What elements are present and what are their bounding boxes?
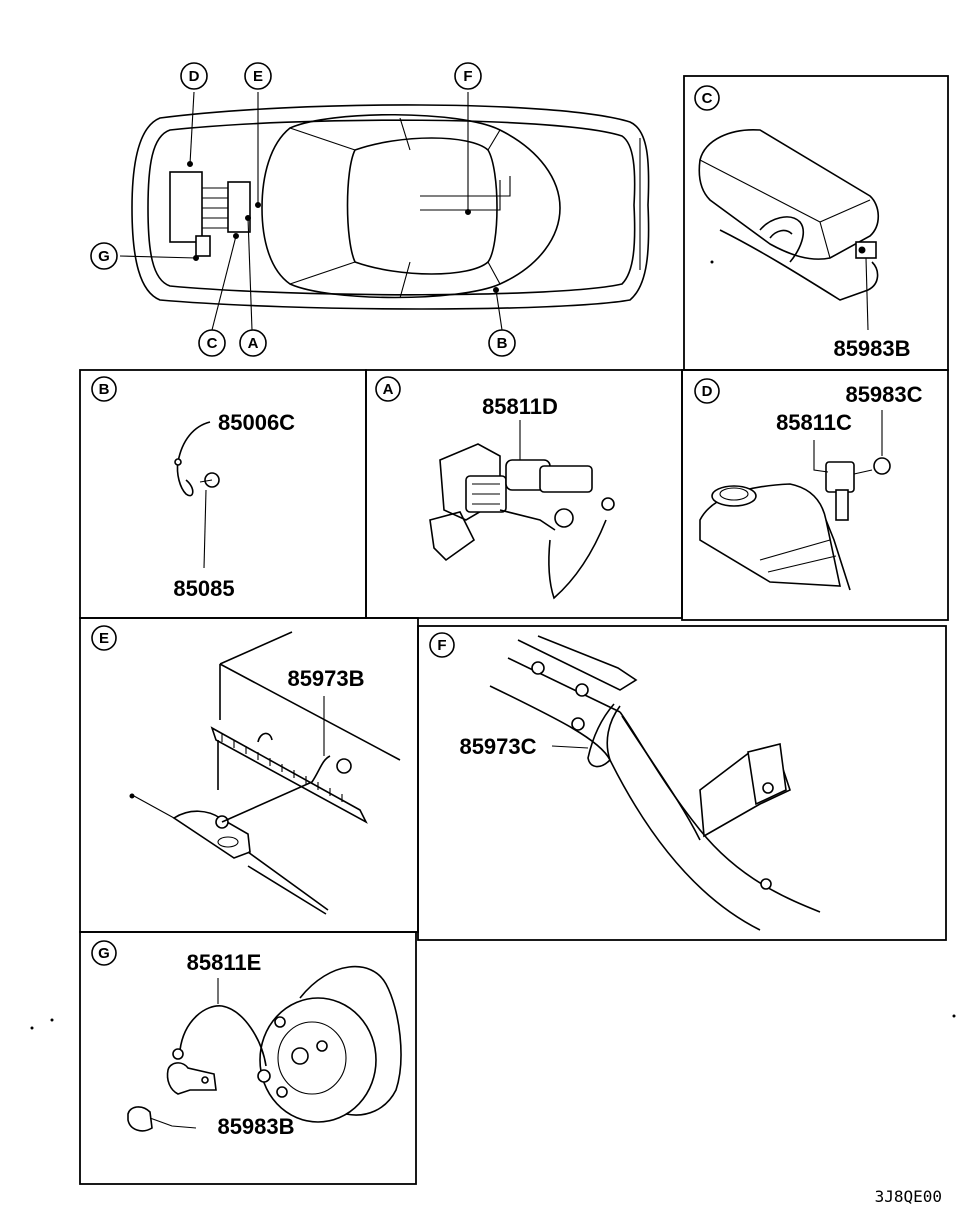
part-label-85006C: 85006C <box>218 410 295 435</box>
part-label-85983C: 85983C <box>845 382 922 407</box>
callout-D: D <box>180 62 208 90</box>
panel-G: G 85811E 85983B <box>79 931 417 1185</box>
svg-text:B: B <box>99 381 110 398</box>
callout-C: C <box>198 329 226 357</box>
part-label-85085: 85085 <box>173 576 234 601</box>
callout-B: B <box>488 329 516 357</box>
part-label-85811D: 85811D <box>482 394 558 419</box>
svg-text:G: G <box>98 945 110 962</box>
part-label-85973B: 85973B <box>287 666 364 691</box>
callout-A: A <box>239 329 267 357</box>
svg-text:E: E <box>253 68 263 85</box>
callout-F: F <box>454 62 482 90</box>
panel-F: F 85973C <box>417 625 947 941</box>
panel-E: E 85973B <box>79 617 419 933</box>
svg-text:D: D <box>702 383 713 400</box>
callout-G: G <box>90 242 118 270</box>
part-label-85983B-G: 85983B <box>217 1114 294 1139</box>
svg-text:C: C <box>702 90 713 107</box>
svg-text:F: F <box>463 68 472 85</box>
svg-text:B: B <box>497 335 508 352</box>
svg-text:C: C <box>207 335 218 352</box>
svg-text:A: A <box>383 381 394 398</box>
part-label-85811E: 85811E <box>187 950 262 975</box>
part-label-85811C: 85811C <box>776 410 852 435</box>
svg-text:F: F <box>437 637 446 654</box>
panel-D: D 85983C 85811C <box>681 369 949 621</box>
callout-E: E <box>244 62 272 90</box>
part-label-85983B-C: 85983B <box>833 336 910 361</box>
panel-A: A 85811D <box>365 369 683 619</box>
diagram-code: 3J8QE00 <box>875 1187 942 1206</box>
panel-B: B 85006C 85085 <box>79 369 367 619</box>
svg-text:D: D <box>189 68 200 85</box>
svg-text:E: E <box>99 630 109 647</box>
svg-text:G: G <box>98 248 110 265</box>
svg-text:A: A <box>248 335 259 352</box>
part-label-85973C: 85973C <box>459 734 536 759</box>
panel-C: C 85983B <box>683 75 949 371</box>
car-overview <box>119 91 650 331</box>
